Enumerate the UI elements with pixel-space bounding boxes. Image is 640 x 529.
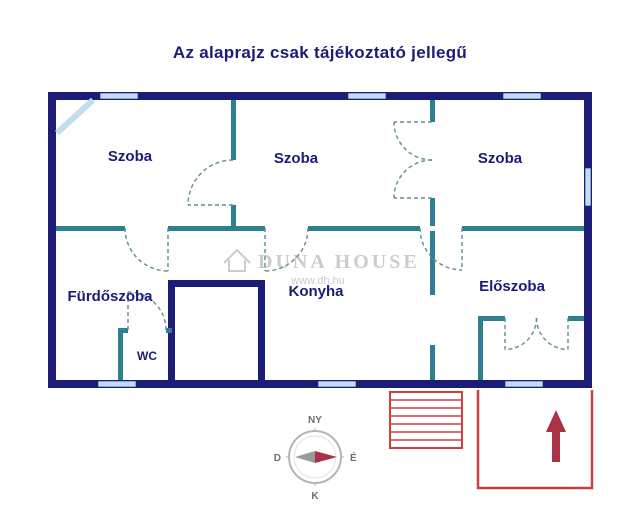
room-label-konyha: Konyha [288,283,344,300]
room-label-szoba-1: Szoba [108,148,153,165]
partition [462,226,584,231]
terrace-outline [476,390,594,490]
corner-window [54,97,96,136]
room-label-eloszoba: Előszoba [479,278,546,295]
partition [478,316,483,380]
compass-label-east: K [311,491,319,502]
entry-arrow-icon [546,410,566,462]
room-label-furdoszoba: Fürdőszoba [68,288,154,305]
door-arc-hall [419,227,463,271]
room-label-szoba-2: Szoba [274,150,319,167]
partition [166,328,172,333]
compass-needle-tail [295,451,315,463]
interior-walls-load-bearing [168,280,265,380]
wall-left [48,92,56,388]
page-title: Az alaprajz csak tájékoztató jellegű [173,43,467,62]
wall-right [584,92,592,388]
window [99,92,139,100]
wall-top [48,92,592,100]
outer-walls [48,92,592,388]
window [347,92,387,100]
room-labels: Szoba Szoba Szoba Fürdőszoba WC Konyha E… [68,148,546,363]
partition [308,226,420,231]
compass-label-north: É [350,451,357,464]
door-swings [124,121,569,351]
watermark-house-icon [223,248,251,272]
partition [118,330,123,380]
door-arc-kitchen [264,227,309,272]
compass-needle-north [315,451,337,463]
partition [56,226,125,231]
window [97,380,137,388]
door-arc-room1 [187,159,234,206]
partition [168,226,265,231]
partition [430,231,435,295]
stairs-outline [389,391,463,449]
door-arc-room2-lower [393,159,433,199]
interior-walls [56,100,584,380]
door-arc-wc [127,291,167,331]
core-wall-top [168,280,265,287]
window [502,92,542,100]
compass: NY K D É [274,415,357,502]
partition [231,100,236,160]
door-arc-bathroom [124,227,169,272]
room-label-wc: WC [137,349,157,363]
window [584,167,592,207]
partition [478,316,505,321]
partition [430,345,435,380]
room-label-szoba-3: Szoba [478,150,523,167]
stairs [389,391,463,449]
compass-label-west: NY [308,415,322,426]
watermark-name: DUNA HOUSE [258,251,420,273]
core-wall-right [258,280,265,380]
watermark-url: www.dh.hu [290,275,345,287]
terrace [476,390,594,490]
partition [118,328,128,333]
partition [430,198,435,226]
door-arc-double-left [504,317,538,351]
compass-label-south: D [274,453,281,464]
door-arc-room2-upper [393,121,433,161]
windows [54,92,592,388]
partition [430,100,435,122]
partition [568,316,584,321]
window [504,380,544,388]
door-arc-double-right [535,317,569,351]
window [317,380,357,388]
partition [231,205,236,226]
